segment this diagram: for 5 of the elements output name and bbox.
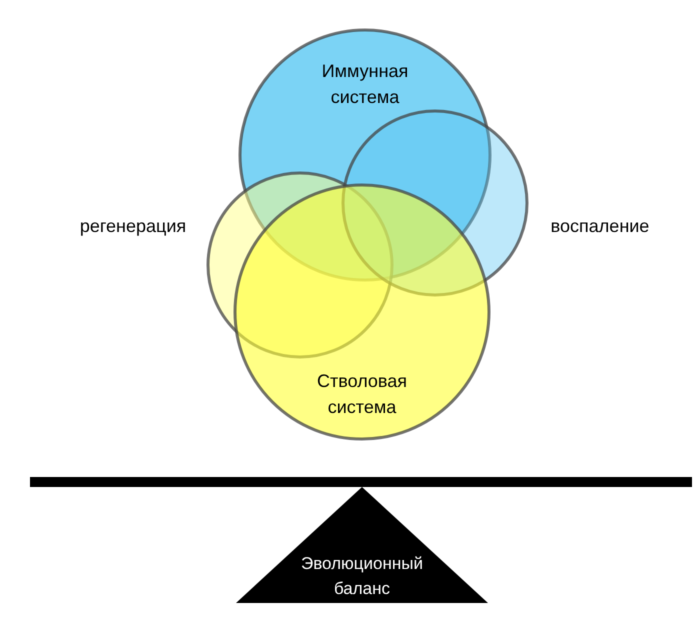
side-label: регенерация — [78, 215, 188, 238]
fulcrum-label: Эволюционный баланс — [300, 553, 424, 600]
circle-label: Иммунная система — [320, 60, 410, 109]
circle-label: Стволовая система — [316, 370, 408, 419]
side-label: воспаление — [550, 215, 650, 238]
